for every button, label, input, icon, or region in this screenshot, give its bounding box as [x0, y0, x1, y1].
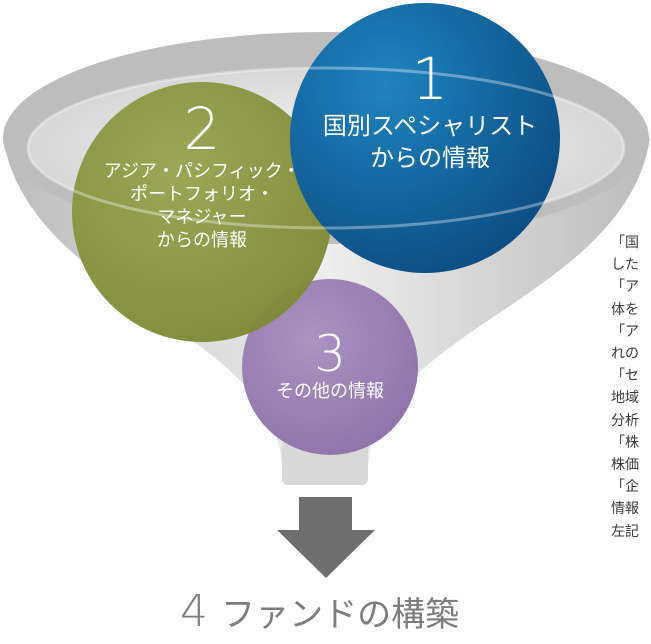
- circle-1-line-2: からの情報: [370, 144, 490, 172]
- circle-2-line-4: からの情報: [157, 230, 247, 251]
- side-line: れの: [611, 346, 639, 363]
- circle-2-line-3: マネジャー: [157, 207, 247, 228]
- side-item: 「国 した: [611, 232, 651, 276]
- side-line: 「ア: [611, 279, 639, 296]
- circle-1-number: 1: [411, 45, 449, 113]
- side-item: 「セ 地域 分析: [611, 365, 651, 432]
- side-line: 分析: [611, 412, 639, 429]
- circle-1: [290, 3, 560, 273]
- circle-2-line-1: アジア・パシフィック・: [103, 161, 301, 182]
- funnel-rim-overlay: [26, 66, 626, 230]
- fund-construction-label: 4 ファンドの構築: [180, 586, 500, 637]
- side-line: 「国: [611, 235, 639, 251]
- circle-3: [242, 279, 418, 455]
- side-line: 情報: [611, 501, 639, 518]
- circle-1-label: 1 国別スペシャリスト からの情報: [310, 48, 550, 174]
- side-line: 地域: [611, 390, 639, 407]
- side-item: 「ア 体を: [611, 276, 651, 320]
- circle-2-label: 2 アジア・パシフィック・ ポートフォリオ・ マネジャー からの情報: [82, 98, 322, 252]
- side-line: 「企: [611, 479, 639, 496]
- side-line: 「セ: [611, 368, 639, 385]
- side-line: 左記: [611, 523, 639, 540]
- circle-2: [72, 82, 332, 342]
- side-item: 「ア れの: [611, 321, 651, 365]
- circle-3-line-1: その他の情報: [276, 381, 384, 402]
- circle-1-line-1: 国別スペシャリスト: [322, 112, 538, 140]
- circle-3-label: 3 その他の情報: [240, 328, 420, 404]
- down-arrow: [277, 497, 375, 578]
- side-line: 株価: [611, 457, 639, 474]
- circle-2-number: 2: [183, 95, 221, 163]
- side-line: した: [611, 257, 639, 274]
- side-line: 「ア: [611, 323, 639, 340]
- side-text-list: 「国 した 「ア 体を 「ア れの 「セ 地域 分析 「株 株価 「企 情報 左…: [611, 232, 651, 543]
- side-item: 「株 株価: [611, 432, 651, 476]
- result-text: ファンドの構築: [221, 595, 460, 635]
- side-line: 体を: [611, 301, 639, 318]
- side-line: 「株: [611, 434, 639, 451]
- result-number: 4: [180, 586, 208, 637]
- circle-3-number: 3: [314, 325, 346, 383]
- side-item: 「企 情報 左記: [611, 476, 651, 543]
- circle-2-line-2: ポートフォリオ・: [130, 184, 274, 205]
